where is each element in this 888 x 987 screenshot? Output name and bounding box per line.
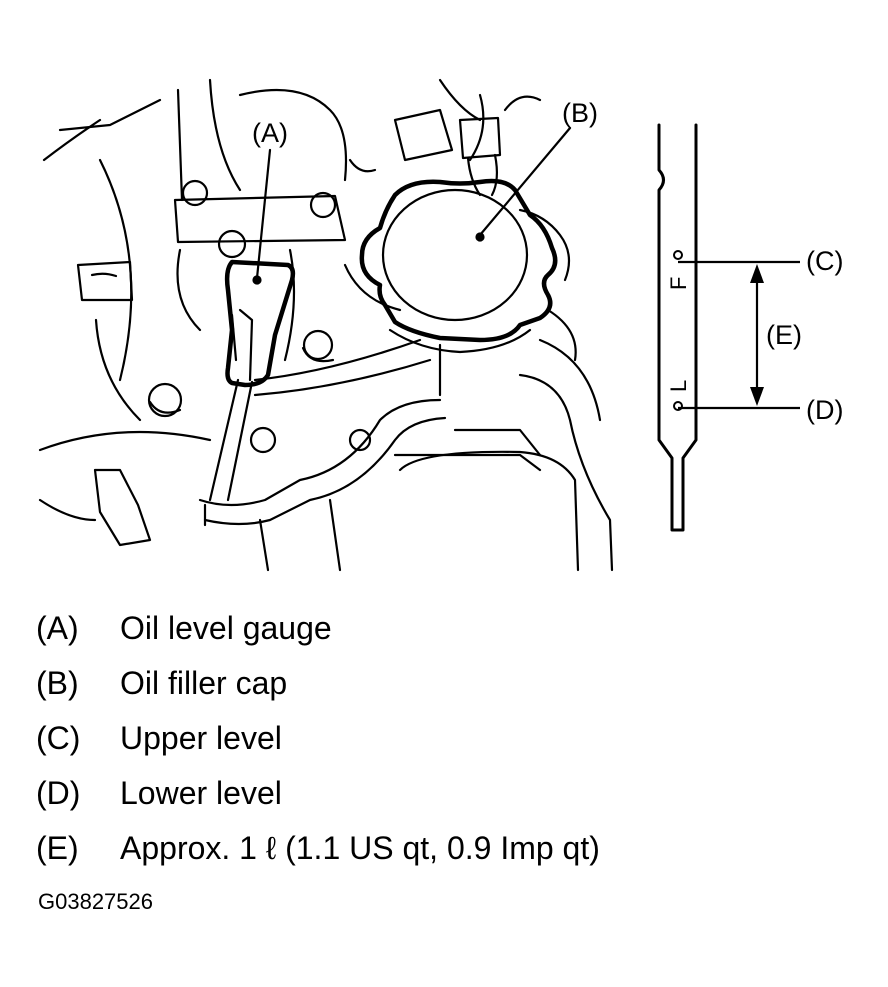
leader-line-a	[255, 148, 272, 280]
engine-block-drawing	[38, 78, 614, 572]
legend-item: (E) Approx. 1 ℓ (1.1 US qt, 0.9 Imp qt)	[36, 826, 600, 881]
callout-b: (B)	[562, 98, 598, 128]
engine-oil-diagram: F L (A) (B) (C) (D) (E)	[38, 78, 843, 572]
figure-id: G03827526	[38, 889, 153, 914]
legend-text: Upper level	[120, 720, 282, 756]
legend-item: (D) Lower level	[36, 771, 600, 826]
callout-a: (A)	[252, 118, 288, 148]
dipstick	[657, 123, 698, 532]
callout-c: (C)	[806, 246, 843, 276]
dimension-arrow-up	[750, 264, 764, 283]
legend-item: (B) Oil filler cap	[36, 661, 600, 716]
dipstick-full-mark: F	[666, 277, 691, 290]
legend-text: Approx. 1 ℓ (1.1 US qt, 0.9 Imp qt)	[120, 830, 600, 866]
legend: (A) Oil level gauge (B) Oil filler cap (C)…	[36, 606, 600, 881]
legend-key: (E)	[36, 830, 79, 866]
legend-key: (D)	[36, 775, 81, 811]
dipstick-low-mark: L	[666, 380, 691, 392]
leader-line-b	[478, 126, 572, 237]
legend-key: (A)	[36, 610, 79, 646]
legend-item: (C) Upper level	[36, 716, 600, 771]
callout-d: (D)	[806, 395, 843, 425]
legend-text: Lower level	[120, 775, 282, 811]
oil-level-gauge-handle	[208, 259, 296, 502]
legend-text: Oil level gauge	[120, 610, 332, 646]
legend-key: (C)	[36, 720, 81, 756]
legend-item: (A) Oil level gauge	[36, 606, 600, 661]
dimension-arrow-down	[750, 387, 764, 406]
oil-filler-cap	[359, 178, 558, 354]
legend-key: (B)	[36, 665, 79, 701]
legend-text: Oil filler cap	[120, 665, 288, 701]
callout-e: (E)	[766, 320, 802, 350]
